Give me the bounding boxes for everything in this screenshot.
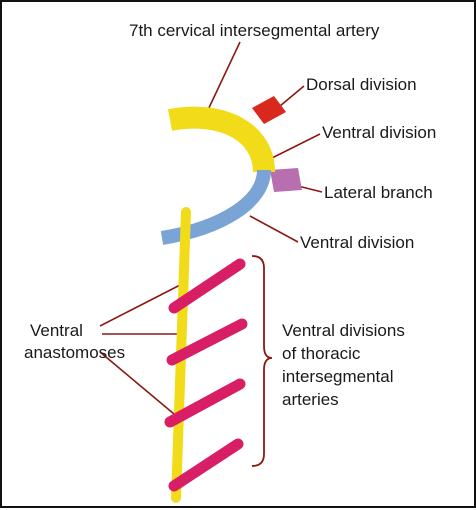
ventral-anastomoses-line-2: anastomoses <box>24 343 125 362</box>
cervical-artery-arc <box>170 118 264 172</box>
ventral-division-lower-label: Ventral division <box>300 233 414 252</box>
thoracic-divisions-line-3: intersegmental <box>282 367 394 386</box>
thoracic-divisions-line-1: Ventral divisions <box>282 321 405 340</box>
ventral-anastomoses-line-1: Ventral <box>30 321 83 340</box>
leader-title <box>207 42 240 112</box>
ventral-anastomoses-label: Ventral anastomoses <box>24 321 125 362</box>
thoracic-branch-4 <box>174 444 238 486</box>
thoracic-divisions-line-4: arteries <box>282 390 339 409</box>
title-label: 7th cervical intersegmental artery <box>129 21 380 40</box>
lateral-branch-label: Lateral branch <box>324 183 433 202</box>
dorsal-division-shape <box>252 96 286 124</box>
ventral-division-blue <box>162 170 264 238</box>
leader-ventral-upper <box>268 134 320 160</box>
ventral-division-upper-label: Ventral division <box>322 123 436 142</box>
leader-dorsal <box>280 86 304 106</box>
thoracic-divisions-label: Ventral divisions of thoracic intersegme… <box>282 321 410 409</box>
thoracic-divisions-line-2: of thoracic <box>282 344 361 363</box>
dorsal-division-label: Dorsal division <box>306 75 417 94</box>
thoracic-brace <box>252 256 272 466</box>
leader-ventral-lower <box>250 216 298 242</box>
